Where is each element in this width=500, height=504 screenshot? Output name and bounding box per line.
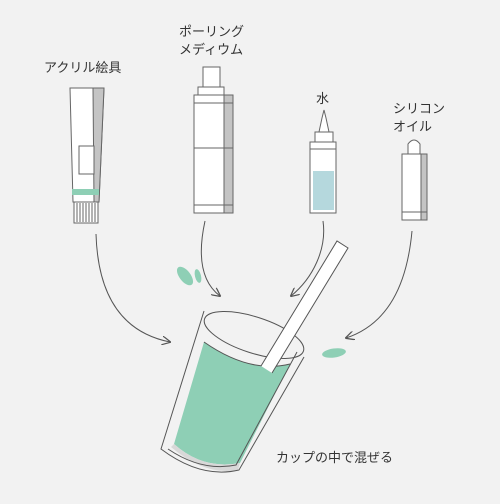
label-mix-in-cup: カップの中で混ぜる: [276, 451, 394, 466]
arrow-from-acrylic: [95, 233, 170, 342]
cup-liquid: [174, 342, 290, 465]
silicone-oil-bottle: [401, 139, 428, 221]
label-silicone-line-1: シリコン: [393, 102, 446, 117]
arrow-from-water: [291, 220, 325, 296]
label-acrylic-paint: アクリル絵具: [44, 61, 122, 76]
paint-splashes: [176, 266, 346, 358]
pouring-medium-bottle: [193, 66, 234, 214]
label-pouring-medium: ポーリング メディウム: [179, 24, 244, 60]
arrow-from-silicone: [346, 230, 413, 338]
label-silicone-line-2: オイル: [393, 120, 433, 135]
mixing-cup: [160, 240, 349, 473]
flow-arrows: [95, 220, 413, 342]
arrow-from-pouring: [200, 220, 220, 296]
acrylic-paint-tube: [69, 87, 105, 224]
label-pouring-line-1: ポーリング: [179, 25, 245, 40]
label-pouring-line-2: メディウム: [179, 43, 244, 58]
stir-stick: [260, 240, 349, 374]
label-water: 水: [316, 92, 330, 107]
water-bottle: [309, 109, 337, 214]
label-silicone-oil: シリコン オイル: [393, 101, 445, 137]
